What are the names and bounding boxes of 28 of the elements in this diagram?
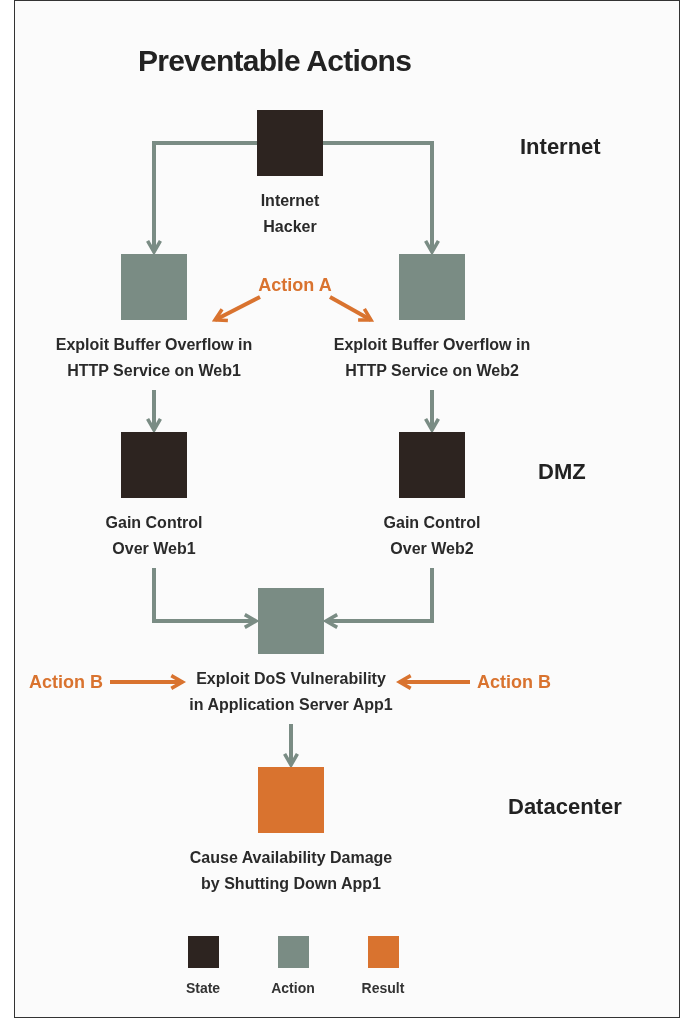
node-label: Exploit Buffer Overflow in HTTP Service on Web1 [54,335,254,381]
node-label: Cause Availability Damage by Shutting Down App1 [188,848,394,894]
node-label: Gain Control Over Web1 [104,513,204,559]
action-label: Action B [22,670,110,694]
node-label: Exploit DoS Vulnerability in Application Server App1 [188,669,394,715]
arrow [397,673,470,691]
arrow [213,295,261,323]
legend-label: Result [361,979,405,998]
legend-label: Action [271,979,315,998]
legend-label: State [185,979,221,998]
diagram-title: Preventable Actions [138,43,412,79]
zone-label: Internet [520,133,601,161]
arrow [329,295,373,322]
action-label: Action B [470,670,558,694]
arrow [282,724,300,767]
node-label: Gain Control Over Web2 [382,513,482,559]
arrow [145,390,163,432]
arrow [324,568,434,630]
zone-label: DMZ [538,458,586,486]
zone-label: Datacenter [508,793,622,821]
action-label: Action A [250,273,340,297]
arrow [152,568,258,630]
arrow [323,141,441,254]
arrow [145,141,257,254]
node-label: Exploit Buffer Overflow in HTTP Service on Web2 [332,335,532,381]
arrow [423,390,441,432]
arrow [110,673,185,691]
node-label: Internet Hacker [259,191,321,237]
